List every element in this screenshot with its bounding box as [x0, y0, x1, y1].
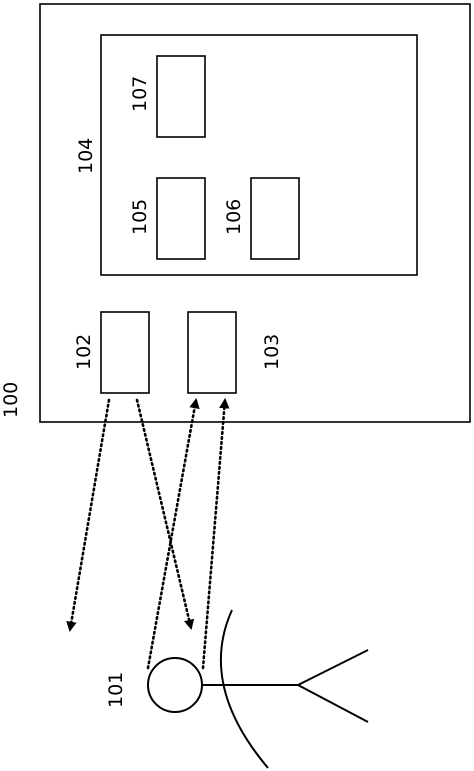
box-105 — [156, 177, 206, 260]
label-102: 102 — [73, 334, 95, 370]
arrow-102-to-user — [135, 398, 195, 631]
user-leg-upper — [297, 649, 369, 686]
label-104: 104 — [75, 138, 97, 174]
arrow-user-to-103-b — [201, 397, 230, 670]
box-106 — [250, 177, 300, 260]
box-107 — [156, 55, 206, 138]
box-102 — [100, 311, 150, 394]
label-106: 106 — [223, 199, 245, 235]
label-107: 107 — [129, 76, 151, 112]
arrow-user-to-103-a — [146, 397, 200, 670]
user-arms — [219, 609, 269, 769]
user-leg-lower — [297, 684, 369, 723]
label-105: 105 — [129, 199, 151, 235]
label-101: 101 — [105, 672, 127, 708]
arrow-102-out-left — [66, 398, 111, 633]
box-103 — [187, 311, 237, 394]
user-head — [147, 657, 203, 713]
label-103: 103 — [261, 334, 283, 370]
user-figure — [147, 609, 369, 769]
label-100: 100 — [0, 382, 22, 418]
